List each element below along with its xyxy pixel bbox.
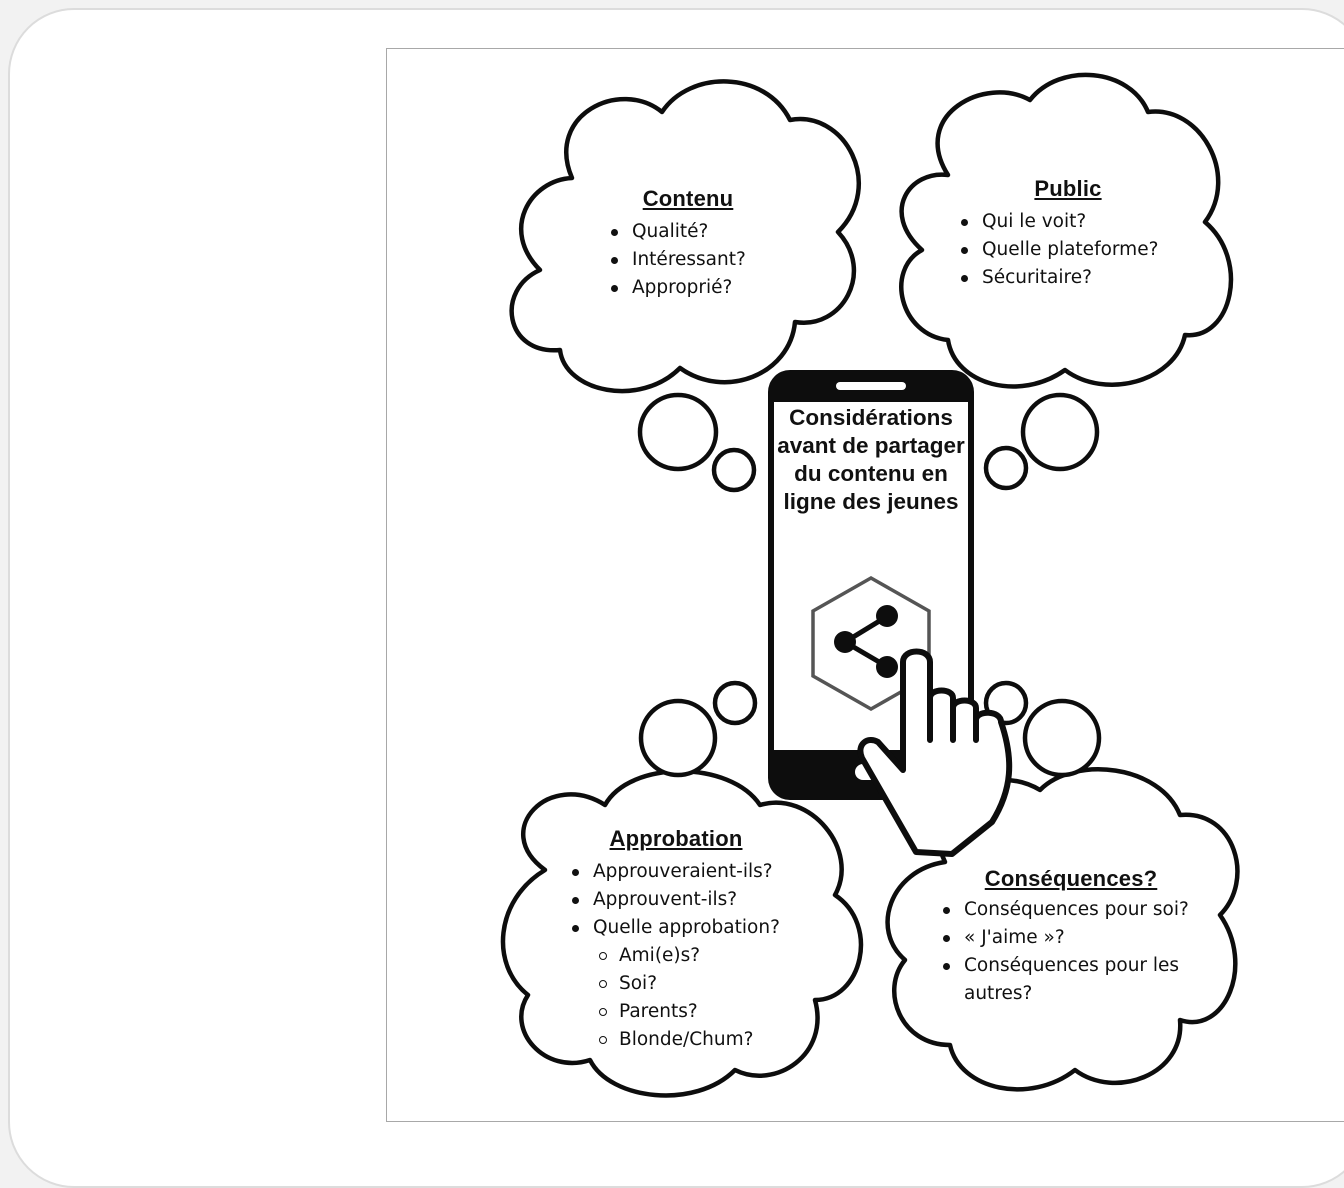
thought-cloud-contenu	[509, 79, 861, 394]
cloud-title-approbation: Approbation	[609, 826, 743, 851]
cloud-title-public: Public	[1034, 176, 1102, 201]
list-subitem: Soi?	[569, 970, 799, 998]
list-item: Sécuritaire?	[958, 264, 1178, 292]
share-icon	[834, 605, 898, 678]
thought-bubble-large-bl	[638, 698, 718, 778]
contenu-list: Qualité? Intéressant? Approprié?	[608, 218, 768, 302]
list-item: Qualité?	[608, 218, 768, 246]
thought-bubble-small-bl	[712, 680, 758, 726]
thought-cloud-public	[899, 72, 1234, 389]
list-item: « J'aime »?	[940, 924, 1202, 952]
thought-bubble-large-tr	[1020, 392, 1100, 472]
list-item: Approuvent-ils?	[569, 886, 799, 914]
cloud-contenu: Contenu Qualité? Intéressant? Approprié?	[608, 186, 768, 302]
list-item: Quelle approbation?	[569, 914, 799, 942]
cloud-public: Public Qui le voit? Quelle plateforme? S…	[958, 176, 1178, 292]
consequences-list: Conséquences pour soi? « J'aime »? Consé…	[940, 896, 1202, 1008]
diagram-canvas	[500, 72, 1240, 1098]
thought-bubble-large-tl	[637, 392, 719, 472]
thought-cloud-approbation	[500, 769, 864, 1098]
thought-bubble-small-tr	[983, 445, 1029, 491]
list-item: Conséquences pour les autres?	[940, 952, 1202, 1008]
cloud-consequences: Conséquences? Conséquences pour soi? « J…	[940, 866, 1202, 1008]
thought-bubble-small-tl	[711, 447, 757, 493]
list-subitem: Ami(e)s?	[569, 942, 799, 970]
list-item: Approuveraient-ils?	[569, 858, 799, 886]
pointing-hand-icon	[857, 648, 1013, 857]
cloud-approbation: Approbation Approuveraient-ils? Approuve…	[569, 826, 799, 1054]
cloud-title-consequences: Conséquences?	[984, 866, 1158, 891]
list-subitem: Blonde/Chum?	[569, 1026, 799, 1054]
thought-bubble-large-br	[1022, 698, 1102, 778]
approbation-list: Approuveraient-ils? Approuvent-ils? Quel…	[569, 858, 799, 1054]
cloud-title-contenu: Contenu	[642, 186, 734, 211]
phone-speaker	[836, 382, 906, 390]
list-item: Approprié?	[608, 274, 768, 302]
public-list: Qui le voit? Quelle plateforme? Sécurita…	[958, 208, 1178, 292]
list-item: Quelle plateforme?	[958, 236, 1178, 264]
list-subitem: Parents?	[569, 998, 799, 1026]
list-item: Qui le voit?	[958, 208, 1178, 236]
list-item: Intéressant?	[608, 246, 768, 274]
phone-title: Considérations avant de partager du cont…	[777, 405, 965, 514]
list-item: Conséquences pour soi?	[940, 896, 1202, 924]
